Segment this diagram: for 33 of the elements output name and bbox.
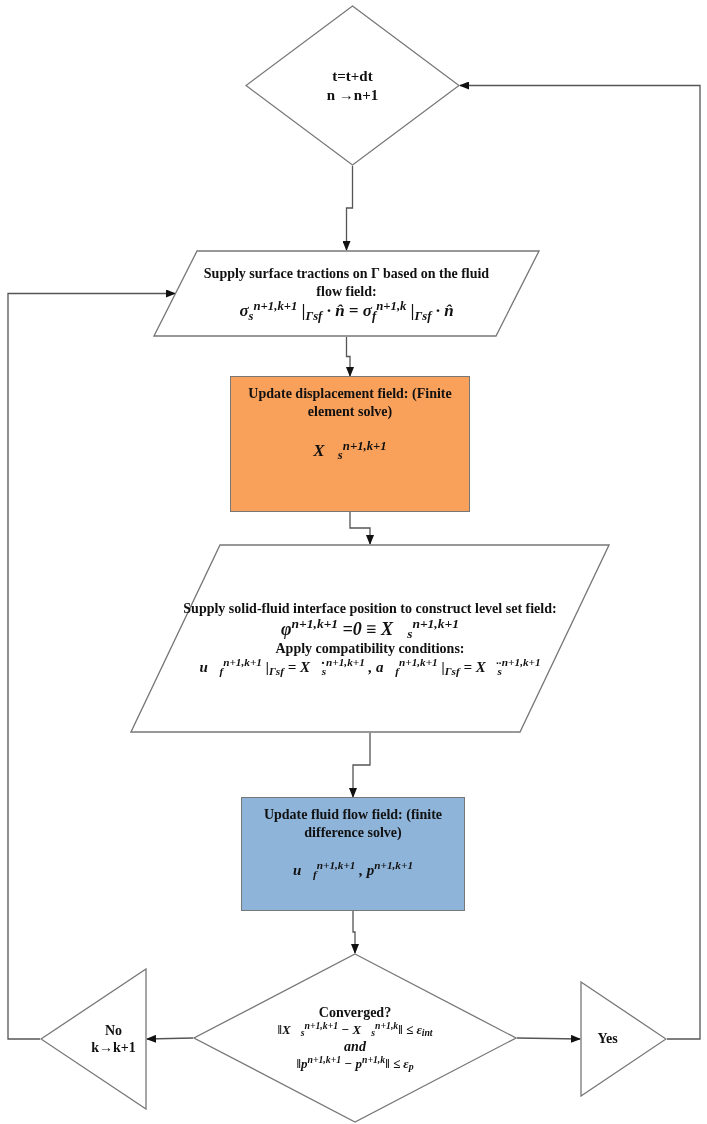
arrow bbox=[7, 289, 176, 1040]
step-text: t=t+dt bbox=[332, 66, 373, 86]
yes-triangle bbox=[580, 981, 667, 1097]
formula: and bbox=[344, 1038, 366, 1056]
step-text: Yes bbox=[597, 1030, 618, 1048]
process-box bbox=[241, 797, 465, 911]
decision-diamond bbox=[245, 5, 460, 166]
decision-diamond bbox=[193, 953, 517, 1123]
step-text: n →n+1 bbox=[326, 85, 379, 105]
formula: u⃗$_{f}$$^{n+1,k+1}$ , p$^{n+1,k+1}$ bbox=[292, 861, 413, 880]
no-triangle bbox=[40, 968, 147, 1110]
formula: ‖X⃗$_{s}$$^{n+1,k+1}$ − X⃗$_{s}$$^{n+1,k}$‖ ≤ ε$_{int}$ bbox=[277, 1021, 433, 1038]
step-text: Update displacement field: (Finite element solve) bbox=[247, 385, 453, 420]
arrow bbox=[351, 910, 359, 954]
arrow bbox=[349, 511, 374, 545]
step-text: No bbox=[104, 1021, 123, 1039]
arrow bbox=[349, 732, 371, 798]
arrow bbox=[459, 81, 701, 1040]
step-text: Supply surface tractions on Γ based on the fluid flow field: bbox=[202, 265, 491, 301]
formula: σ$_{s}$$^{n+1,k+1}$ |$_{Γsf}$ · n̂ = σ$_{f}$$^{n+1,k}$ |$_{Γsf}$ · n̂ bbox=[239, 300, 454, 322]
step-text: Supply solid-fluid interface position to construct level set field: bbox=[183, 600, 557, 618]
formula: ‖p$^{n+1,k+1}$ − p$^{n+1,k}$‖ ≤ ε$_{p}$ bbox=[296, 1055, 414, 1072]
step-text: k→k+1 bbox=[91, 1039, 136, 1057]
input-parallelogram bbox=[153, 250, 540, 337]
arrow bbox=[516, 1034, 581, 1043]
arrow bbox=[146, 1034, 194, 1043]
step-text: Converged? bbox=[318, 1004, 392, 1022]
step-text: Apply compatibility conditions: bbox=[275, 640, 465, 658]
arrow bbox=[345, 336, 354, 377]
step-text: Update fluid flow field: (finite difference solve) bbox=[262, 806, 444, 841]
input-parallelogram bbox=[130, 544, 610, 733]
arrow bbox=[342, 165, 354, 251]
process-box bbox=[230, 376, 470, 512]
